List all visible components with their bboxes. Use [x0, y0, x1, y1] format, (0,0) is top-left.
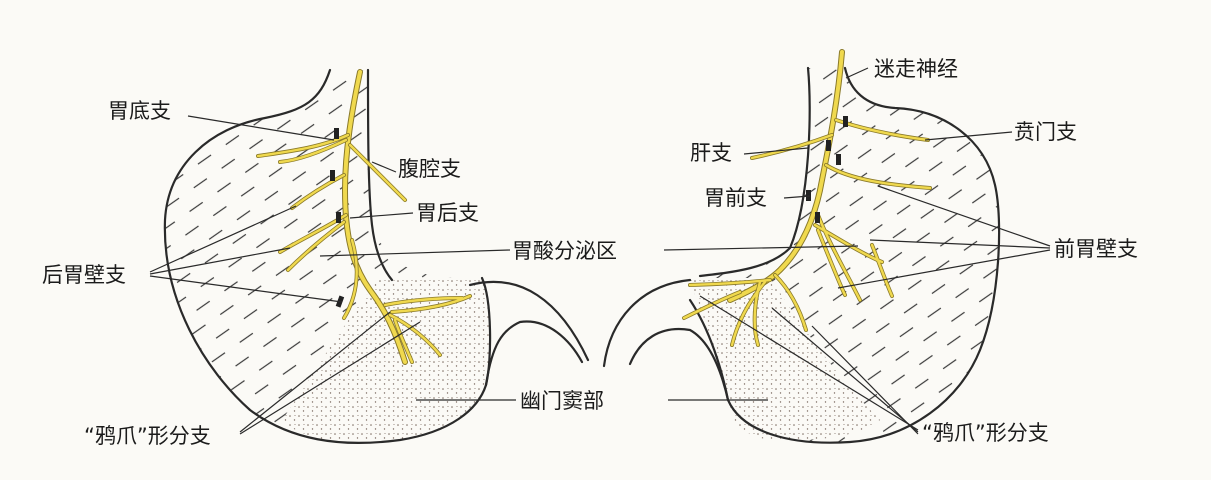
label-anterior-gastric-branch: 胃前支 [704, 186, 767, 210]
label-hepatic-branch: 肝支 [690, 141, 732, 165]
right-duodenum-outline [602, 278, 692, 368]
label-crows-foot-branch-right: “鸦爪”形分支 [922, 421, 1049, 445]
right-duodenum-inner [628, 327, 730, 402]
right-stomach [602, 49, 1051, 444]
labels: 胃底支 腹腔支 胃后支 后胃壁支 胃酸分泌区 幽门窦部 “鸦爪”形分支 迷走神经… [42, 57, 1138, 448]
label-cardiac-branch: 贲门支 [1014, 120, 1077, 144]
label-pyloric-antrum: 幽门窦部 [520, 389, 604, 413]
label-vagus-nerve: 迷走神经 [874, 57, 958, 81]
right-stomach-outline [688, 66, 1001, 444]
label-posterior-gastric-branch: 胃后支 [416, 201, 479, 225]
left-duodenum-outline [468, 280, 590, 362]
left-vagus-nerve-trunk [342, 69, 408, 365]
label-posterior-gastric-wall-branch: 后胃壁支 [42, 263, 126, 287]
label-fundic-branch: 胃底支 [108, 99, 171, 123]
label-crows-foot-branch-left: “鸦爪”形分支 [84, 424, 211, 448]
label-celiac-branch: 腹腔支 [398, 157, 461, 181]
right-esophagus-left-wall [698, 66, 811, 278]
left-leader-lines [149, 115, 516, 435]
left-stomach-outline [163, 68, 492, 445]
left-nerve-branches [256, 128, 472, 364]
right-leader-lines [663, 67, 1051, 435]
label-anterior-gastric-wall-branch: 前胃壁支 [1054, 237, 1138, 261]
left-esophagus-right-wall [366, 68, 394, 282]
label-acid-secreting-area: 胃酸分泌区 [512, 239, 617, 263]
left-duodenum-inner [484, 320, 584, 387]
